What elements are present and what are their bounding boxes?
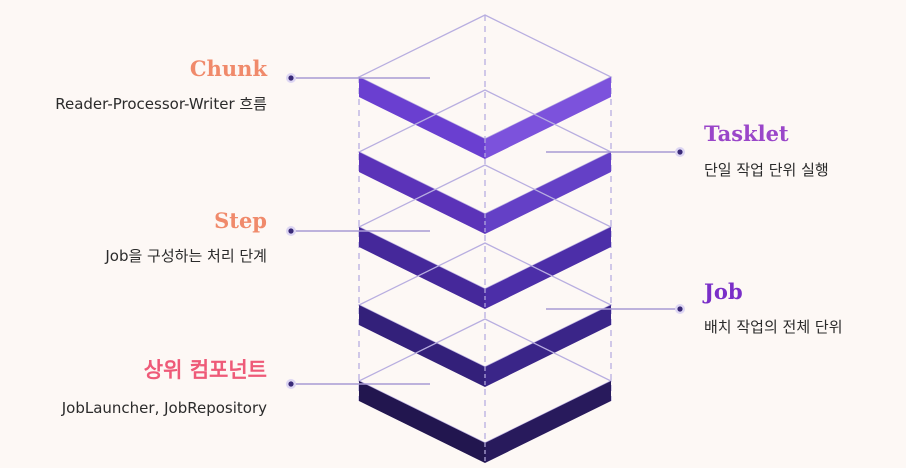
- job-title: Job: [704, 279, 743, 304]
- tasklet-connector: [546, 147, 685, 157]
- upper-component-description: JobLauncher, JobRepository: [61, 399, 267, 417]
- job-connector: [546, 304, 685, 314]
- connectors: [286, 73, 685, 389]
- upper-component-label: 상위 컴포넌트: [144, 358, 267, 382]
- connector-dot: [677, 149, 683, 155]
- chunk-description: Reader-Processor-Writer 흐름: [55, 95, 267, 113]
- step-connector: [286, 226, 430, 236]
- layer-right-slab: [485, 227, 611, 309]
- layer-right-slab: [485, 152, 611, 234]
- upper-component-connector: [286, 379, 430, 389]
- layer-left-slab: [359, 381, 485, 463]
- layer-top-face: [357, 14, 613, 140]
- layer-right-slab: [485, 381, 611, 463]
- tasklet-label: Tasklet: [704, 122, 789, 146]
- stack-guides: [358, 15, 612, 463]
- chunk-title: Chunk: [189, 56, 267, 81]
- layer-3: [357, 164, 613, 309]
- step-title: Step: [214, 208, 267, 233]
- connector-dot: [677, 306, 683, 312]
- layer-left-slab: [359, 77, 485, 159]
- layer-left-slab: [359, 152, 485, 234]
- layer-left-slab: [359, 227, 485, 309]
- layer-5: [357, 318, 613, 463]
- layer-1: [357, 14, 613, 159]
- stack-slabs: [357, 14, 613, 463]
- tasklet-description: 단일 작업 단위 실행: [704, 161, 829, 179]
- step-label: Step: [214, 209, 267, 233]
- connector-dot: [288, 228, 294, 234]
- connector-dot: [288, 75, 294, 81]
- chunk-connector: [286, 73, 430, 83]
- connector-dot: [288, 381, 294, 387]
- layer-right-slab: [485, 305, 611, 387]
- layer-right-slab: [485, 77, 611, 159]
- layer-4: [357, 242, 613, 387]
- tasklet-title: Tasklet: [704, 121, 789, 146]
- step-description: Job을 구성하는 처리 단계: [105, 247, 267, 265]
- job-label: Job: [704, 280, 743, 304]
- upper-component-title: 상위 컴포넌트: [143, 358, 267, 382]
- job-description: 배치 작업의 전체 단위: [704, 318, 843, 336]
- layer-2: [357, 89, 613, 234]
- chunk-label: Chunk: [190, 57, 267, 81]
- layer-left-slab: [359, 305, 485, 387]
